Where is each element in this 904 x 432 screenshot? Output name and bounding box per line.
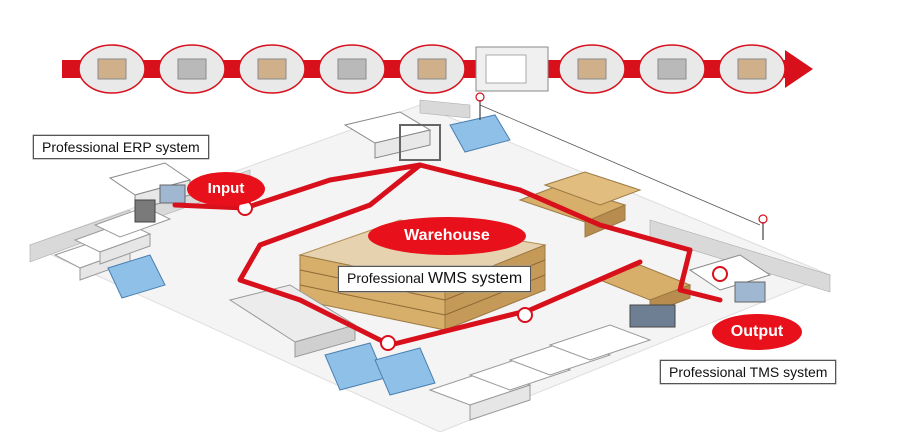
control-panel-icon bbox=[475, 46, 549, 92]
output-pill: Output bbox=[712, 314, 802, 350]
right-dock-trucks bbox=[428, 324, 652, 421]
tms-system-label: Professional TMS system bbox=[660, 360, 837, 384]
wms-main: WMS system bbox=[427, 270, 523, 287]
wms-prefix: Professional bbox=[347, 270, 428, 286]
input-truck bbox=[108, 162, 192, 223]
warehouse-pill: Warehouse bbox=[368, 217, 526, 255]
input-pill: Input bbox=[187, 172, 265, 206]
stacked-cartons-icon bbox=[638, 44, 706, 94]
sorting-machine-icon bbox=[318, 44, 386, 94]
antenna-icons bbox=[475, 92, 768, 240]
flow-path bbox=[172, 162, 723, 348]
process-steps bbox=[78, 44, 786, 94]
pallet-boxes-icon bbox=[238, 44, 306, 94]
pallet-stacks bbox=[518, 171, 692, 314]
receiving-truck bbox=[343, 111, 441, 161]
wms-system-label: Professional WMS system bbox=[338, 266, 532, 292]
dispatch-dock-icon bbox=[718, 44, 786, 94]
erp-system-label: Professional ERP system bbox=[33, 135, 209, 159]
output-truck bbox=[629, 254, 772, 328]
operator-terminal-icon bbox=[398, 44, 466, 94]
receiving-station-icon bbox=[78, 44, 146, 94]
racking-shelves-icon bbox=[558, 44, 626, 94]
forklift-loading-icon bbox=[158, 44, 226, 94]
